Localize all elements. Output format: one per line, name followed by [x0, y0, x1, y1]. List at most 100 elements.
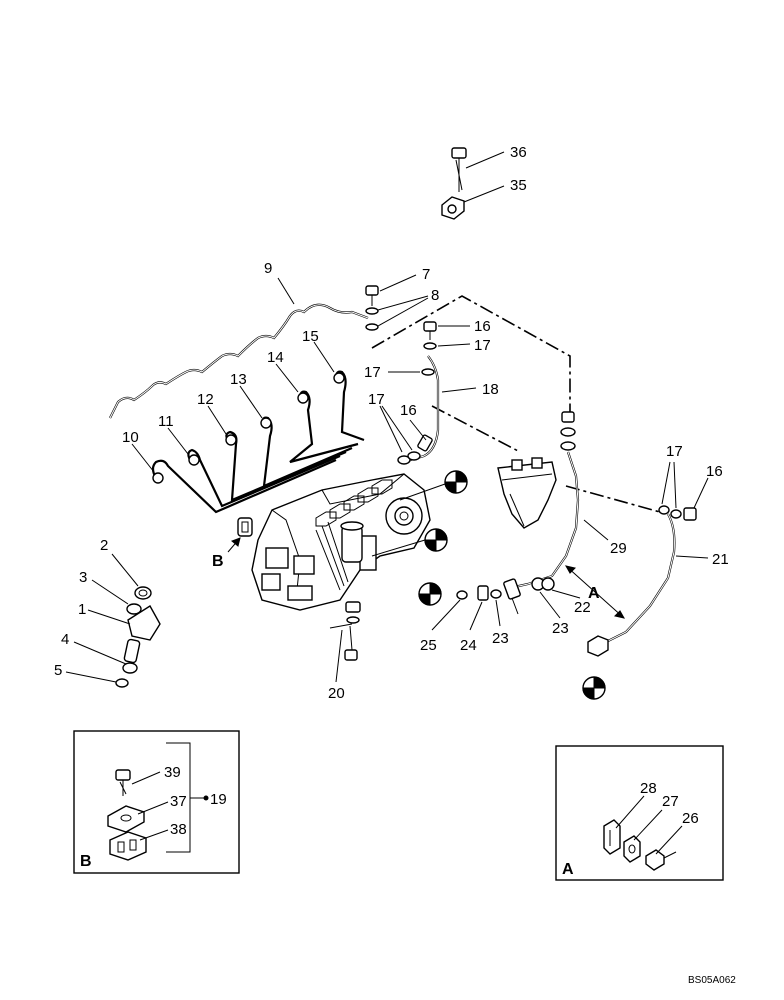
leader-18	[441, 387, 477, 393]
callout-16-top: 16	[474, 318, 491, 335]
leader-39	[131, 771, 161, 785]
callout-26: 26	[682, 810, 699, 827]
leader-28	[615, 795, 645, 829]
symbol-target-4	[582, 676, 606, 700]
callout-16-pump: 16	[400, 402, 417, 419]
callout-1: 1	[78, 601, 86, 618]
leader-17c2	[381, 405, 413, 451]
callout-36: 36	[510, 144, 527, 161]
callout-14: 14	[267, 349, 284, 366]
callout-17-mid: 17	[364, 364, 381, 381]
callout-3: 3	[79, 569, 87, 586]
bolt-16-top	[423, 321, 437, 340]
leader-14	[275, 363, 299, 393]
callout-17-top: 17	[474, 337, 491, 354]
callout-25: 25	[420, 637, 437, 654]
washer-17-mid	[421, 368, 435, 376]
callout-21: 21	[712, 551, 729, 568]
callout-24: 24	[460, 637, 477, 654]
centerline-upper	[371, 295, 571, 412]
leader-11	[167, 427, 189, 455]
callout-20: 20	[328, 685, 345, 702]
leader-36	[465, 151, 505, 169]
callout-5: 5	[54, 662, 62, 679]
leader-1	[87, 609, 131, 625]
callout-18: 18	[482, 381, 499, 398]
leader-26	[655, 825, 683, 855]
callout-17-right: 17	[666, 443, 683, 460]
callout-12: 12	[197, 391, 214, 408]
callout-9: 9	[264, 260, 272, 277]
leader-22	[551, 589, 581, 599]
banjo-fitting-16-17	[397, 434, 433, 465]
bolt-20-part	[329, 601, 361, 661]
callout-28: 28	[640, 780, 657, 797]
leader-16b	[409, 419, 427, 441]
clamp-38-part	[109, 831, 147, 861]
leader-29	[583, 519, 609, 541]
arrow-a	[565, 565, 625, 619]
bolt-39-part	[115, 769, 131, 796]
bolt-7-part	[365, 285, 379, 306]
callout-39: 39	[164, 764, 181, 781]
leader-17d2	[673, 461, 677, 509]
view-marker-a: A	[588, 585, 600, 602]
leader-25	[431, 599, 461, 631]
leader-38	[139, 829, 169, 841]
injector-assembly	[115, 586, 161, 688]
leader-17c1	[379, 405, 403, 453]
leader-15	[313, 341, 335, 373]
leader-13	[239, 385, 263, 419]
leader-target-1	[399, 483, 446, 501]
callout-8: 8	[431, 287, 439, 304]
callout-17-pump: 17	[368, 391, 385, 408]
fuel-filter	[497, 457, 557, 529]
leader-8b	[377, 297, 429, 327]
leader-5	[65, 671, 117, 683]
callout-29: 29	[610, 540, 627, 557]
callout-11: 11	[158, 413, 174, 430]
callout-16-right: 16	[706, 463, 723, 480]
leader-9	[277, 277, 295, 305]
washer-17-top	[423, 342, 437, 350]
injection-pump	[251, 473, 431, 611]
leader-23b	[539, 591, 561, 619]
leader-4	[73, 641, 127, 665]
symbol-target-3	[418, 582, 442, 606]
leader-8a	[377, 295, 429, 311]
leader-21	[675, 555, 709, 559]
callout-22: 22	[574, 599, 591, 616]
callout-4: 4	[61, 631, 69, 648]
leader-20	[335, 629, 343, 683]
clip-27-part	[623, 835, 641, 863]
view-marker-b: B	[212, 553, 224, 570]
detail-box-a: 28 27 26 A	[555, 745, 724, 881]
pipe-clamp-b	[237, 517, 253, 537]
detail-box-b: 39 37 38 19 B	[73, 730, 240, 874]
leader-37	[137, 801, 169, 815]
callout-27: 27	[662, 793, 679, 810]
leader-35	[463, 185, 505, 203]
leader-target-2	[371, 539, 426, 557]
callout-38: 38	[170, 821, 187, 838]
clip-28-part	[603, 819, 621, 855]
banjo-35-part	[441, 196, 465, 220]
callout-19: 19	[210, 791, 227, 808]
leader-3	[91, 579, 129, 605]
leader-19-dot	[203, 795, 209, 801]
reference-code: BS05A062	[688, 975, 736, 986]
leader-12	[207, 405, 227, 435]
fittings-22-25	[456, 577, 555, 615]
callout-15: 15	[302, 328, 319, 345]
leader-17d1	[661, 461, 671, 505]
fuel-line-18	[403, 355, 440, 464]
callout-13: 13	[230, 371, 247, 388]
leader-24	[469, 601, 483, 631]
leader-23a	[495, 599, 501, 627]
bolt-36-part	[451, 147, 467, 192]
callout-23-left: 23	[492, 630, 509, 647]
centerline-mid	[431, 405, 521, 453]
centerline-right	[565, 485, 661, 513]
callout-2: 2	[100, 537, 108, 554]
